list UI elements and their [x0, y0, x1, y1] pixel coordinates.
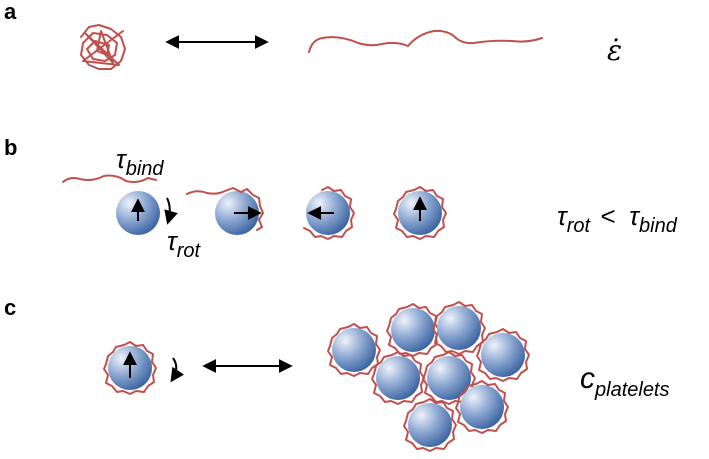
platelet-icon — [432, 301, 486, 355]
platelet-icon — [476, 328, 530, 382]
panel-c-label: c — [4, 295, 16, 320]
platelet-icon — [103, 341, 157, 395]
stretched-polymer-icon — [308, 29, 543, 53]
strain-rate-symbol: ε̇ — [607, 34, 622, 67]
platelet-icon — [116, 191, 160, 235]
platelet-cluster — [327, 301, 530, 452]
svg-text:τbind: τbind — [116, 144, 164, 180]
platelet-icon — [327, 323, 381, 377]
panel-a-label: a — [4, 0, 17, 24]
svg-text:cplatelets: cplatelets — [580, 362, 670, 401]
panel-b-label: b — [4, 135, 17, 160]
platelet-icon — [303, 186, 355, 240]
free-polymer-chain — [62, 174, 157, 183]
polymer-coil-icon — [80, 24, 126, 70]
platelet-icon — [371, 351, 425, 405]
platelet-icon — [186, 187, 264, 235]
tau-rot-label: τrot — [167, 226, 202, 262]
tau-bind-label: τbind — [116, 144, 164, 180]
platelet-concentration-label: cplatelets — [580, 362, 670, 401]
platelet-icon — [386, 303, 440, 357]
timescale-relation: τrot<τbind — [557, 201, 678, 237]
platelet-icon — [393, 186, 447, 240]
rotation-arrow-icon — [170, 357, 185, 383]
svg-text:τrot: τrot — [167, 226, 202, 262]
rotation-arrow-icon — [164, 197, 178, 225]
platelet-icon — [403, 398, 457, 452]
svg-text:τrot<τbind: τrot<τbind — [557, 201, 678, 237]
